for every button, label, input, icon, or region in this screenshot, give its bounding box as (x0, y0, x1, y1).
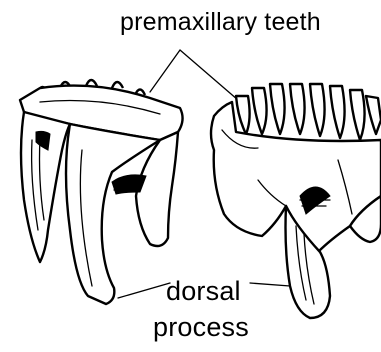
process-label: process (153, 312, 249, 343)
dorsal-label: dorsal (166, 276, 241, 307)
right-teeth (236, 84, 381, 140)
premaxillary-teeth-label: premaxillary teeth (120, 8, 321, 37)
left-premaxilla (20, 80, 183, 304)
